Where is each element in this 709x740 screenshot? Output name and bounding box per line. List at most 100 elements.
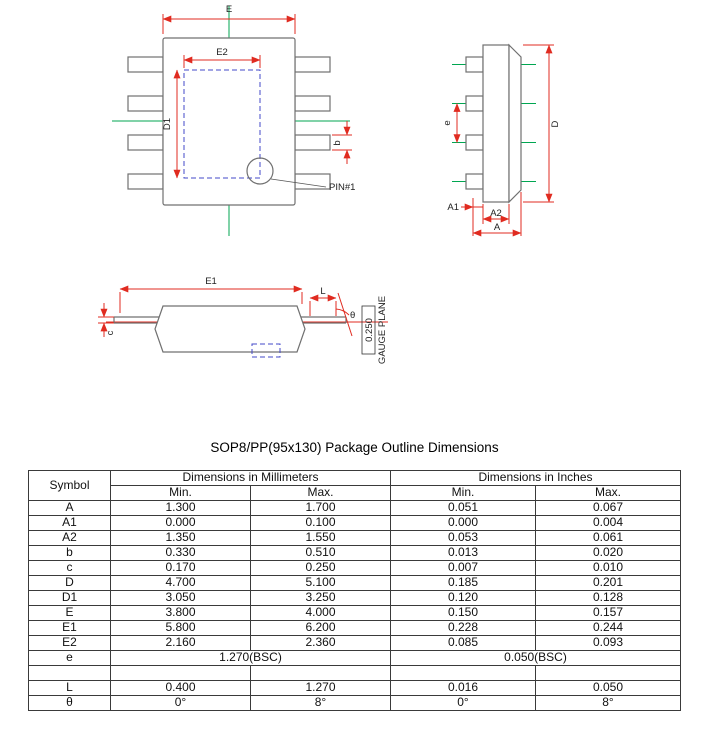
in-span-cell: 0.050(BSC) [390,650,681,666]
dim-D: D [523,44,561,203]
symbol-header: Symbol [28,470,111,501]
in-min-cell: 0.150 [390,605,536,621]
symbol-cell: e [28,650,111,666]
in-min-cell: 0.120 [390,590,536,606]
symbol-cell [28,665,111,681]
page-title: SOP8/PP(95x130) Package Outline Dimensio… [210,440,499,455]
dim-e-label: e [442,120,453,125]
dim-A1-label: A1 [447,202,459,213]
mm-span-cell: 1.270(BSC) [110,650,391,666]
mm-max-header: Max. [250,485,391,501]
right-pins [294,56,331,190]
symbol-cell: θ [28,695,111,711]
in-min-cell: 0.051 [390,500,536,516]
symbol-cell: E1 [28,620,111,636]
dim-c: c [98,303,116,337]
in-min-cell [390,665,536,681]
mm-min-header: Min. [110,485,251,501]
in-min-cell: 0° [390,695,536,711]
in-min-cell: 0.053 [390,530,536,546]
in-max-cell: 0.004 [535,515,681,531]
gauge-plane-label: GAUGE PLANE [377,296,388,364]
dim-theta: θ [335,292,355,337]
dim-b: b [332,121,352,164]
symbol-cell: c [28,560,111,576]
inches-header: Dimensions in Inches [390,470,681,486]
symbol-cell: D [28,575,111,591]
mm-min-cell: 3.050 [110,590,251,606]
mm-min-cell: 0.170 [110,560,251,576]
in-min-header: Min. [390,485,536,501]
mm-max-cell: 1.270 [250,680,391,696]
mm-max-cell: 6.200 [250,620,391,636]
mm-max-cell: 4.000 [250,605,391,621]
symbol-cell: A1 [28,515,111,531]
hidden-feature-outline [251,343,281,358]
dim-E1: E1 [119,276,303,313]
in-min-cell: 0.000 [390,515,536,531]
dim-E1-label: E1 [205,276,217,287]
symbol-cell: b [28,545,111,561]
mm-max-cell: 8° [250,695,391,711]
mm-max-cell: 0.510 [250,545,391,561]
mm-min-cell: 0.000 [110,515,251,531]
in-max-cell [535,665,681,681]
package-body-front [154,305,306,353]
package-top-view: E E2 D1 b [112,4,355,236]
mm-max-cell: 1.700 [250,500,391,516]
in-max-cell: 0.244 [535,620,681,636]
left-lead [113,316,162,324]
in-max-header: Max. [535,485,681,501]
mm-min-cell: 0° [110,695,251,711]
mm-min-cell: 0.330 [110,545,251,561]
in-max-cell: 0.067 [535,500,681,516]
dimensions-table: Symbol Dimensions in Millimeters Dimensi… [28,470,681,711]
dim-L: L [309,286,337,316]
dim-D-label: D [550,120,561,127]
millimeters-header: Dimensions in Millimeters [110,470,391,486]
dim-A2-label: A2 [490,208,502,219]
table-header-row-1: Symbol Dimensions in Millimeters Dimensi… [28,470,681,501]
side-pins [465,56,484,190]
in-min-cell: 0.185 [390,575,536,591]
symbol-cell: A [28,500,111,516]
table-row [28,665,681,681]
mm-max-cell: 2.360 [250,635,391,651]
pin1-indicator-circle [246,157,274,185]
mm-max-cell [250,665,391,681]
in-max-cell: 0.128 [535,590,681,606]
symbol-cell: L [28,680,111,696]
symbol-cell: D1 [28,590,111,606]
gauge-value-label: 0.250 [364,318,375,342]
pin1-callout: PIN#1 [270,178,355,193]
dim-c-label: c [105,330,116,335]
mm-min-cell [110,665,251,681]
in-min-cell: 0.013 [390,545,536,561]
pin1-label: PIN#1 [329,182,355,193]
mm-min-cell: 3.800 [110,605,251,621]
in-min-cell: 0.007 [390,560,536,576]
mm-max-cell: 5.100 [250,575,391,591]
dim-b-label: b [332,140,343,145]
in-max-cell: 0.201 [535,575,681,591]
in-max-cell: 8° [535,695,681,711]
dim-E-label: E [226,4,232,15]
mm-min-cell: 2.160 [110,635,251,651]
mm-max-cell: 3.250 [250,590,391,606]
symbol-cell: E [28,605,111,621]
dim-E: E [162,4,296,34]
symbol-cell: A2 [28,530,111,546]
package-body-top [162,37,296,206]
package-side-view: e D A1 A2 A [442,43,561,237]
mm-min-cell: 0.400 [110,680,251,696]
